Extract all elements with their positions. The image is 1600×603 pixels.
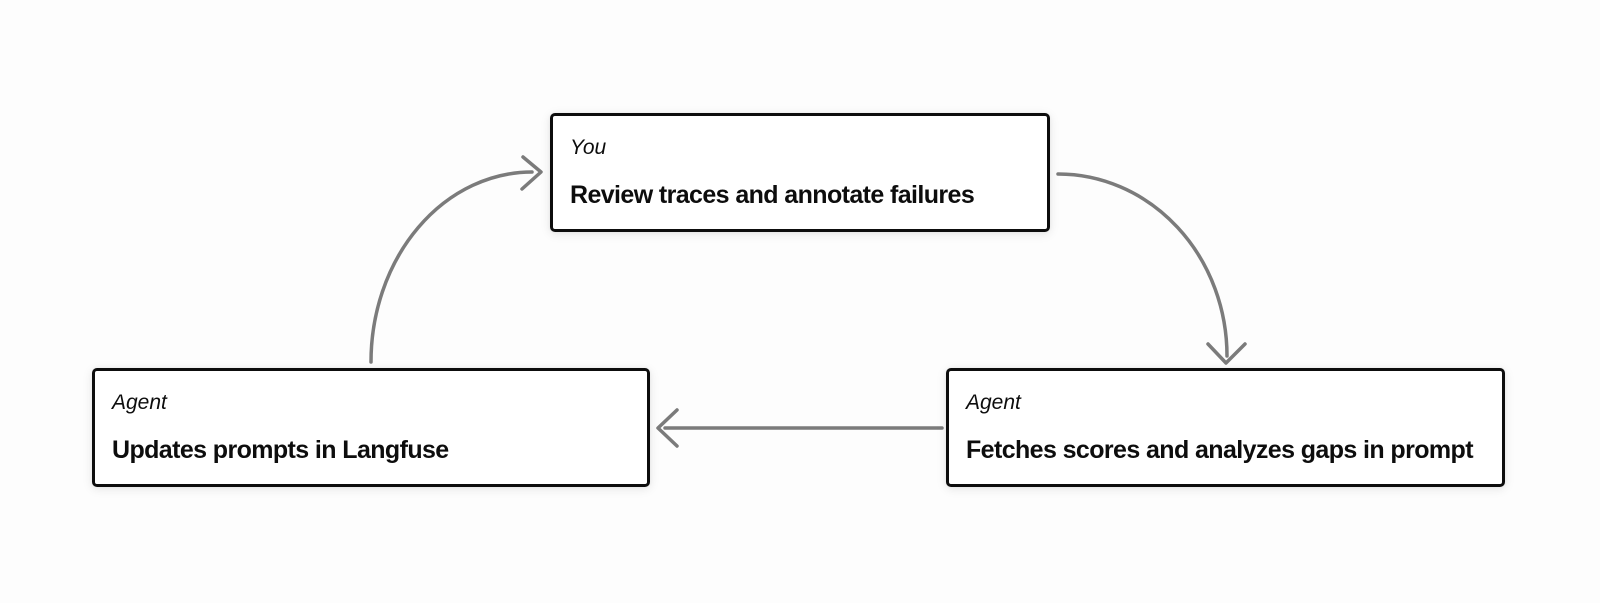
- arrowhead-down-icon: [1206, 342, 1247, 365]
- node-review-traces: You Review traces and annotate failures: [550, 113, 1050, 232]
- node-title: Updates prompts in Langfuse: [112, 435, 449, 464]
- actor-label: Agent: [966, 391, 1021, 415]
- arrow-curve: [1056, 172, 1229, 358]
- arrow-fetch-to-update: [656, 408, 944, 448]
- arrow-review-to-fetch: [1056, 172, 1247, 365]
- node-update-prompts: Agent Updates prompts in Langfuse: [92, 368, 650, 487]
- arrowhead-left-icon: [656, 408, 679, 448]
- arrow-curve: [369, 170, 534, 364]
- actor-label: Agent: [112, 391, 167, 415]
- arrowhead-right-icon: [520, 155, 543, 191]
- node-fetch-scores: Agent Fetches scores and analyzes gaps i…: [946, 368, 1505, 487]
- actor-label: You: [570, 136, 607, 160]
- node-title: Review traces and annotate failures: [570, 180, 975, 209]
- node-title: Fetches scores and analyzes gaps in prom…: [966, 435, 1474, 464]
- arrow-update-to-review: [369, 155, 543, 364]
